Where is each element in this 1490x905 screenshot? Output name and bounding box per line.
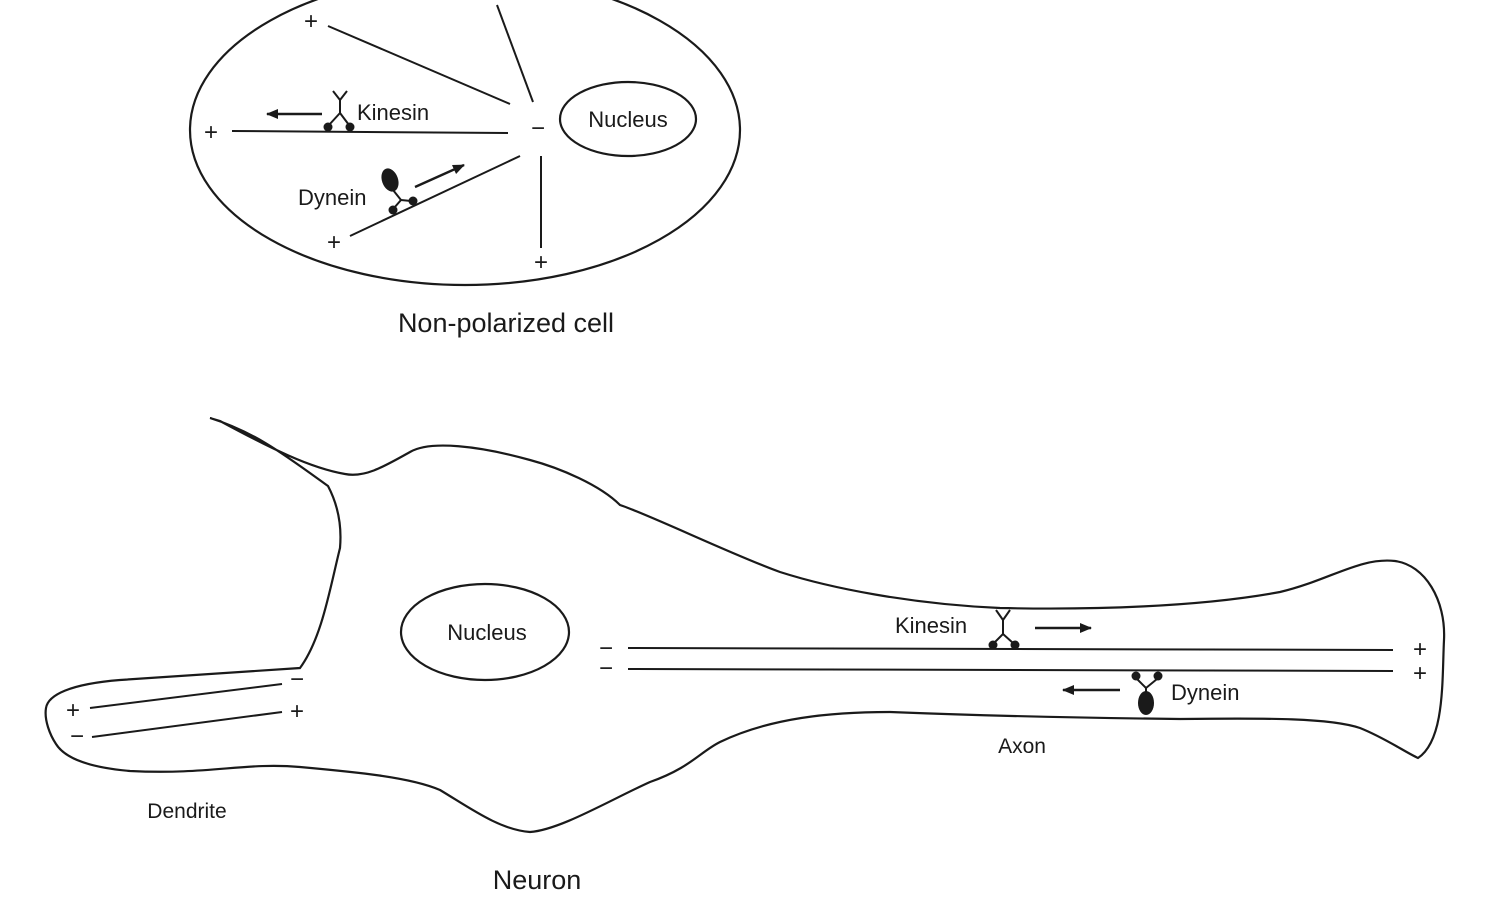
axon-microtubule-top [627,647,1394,651]
plus-sign: + [204,119,218,146]
plus-sign: + [534,249,548,276]
neuron-membrane [44,416,1446,834]
plus-sign: + [1413,660,1427,687]
nucleus-shape [558,80,698,158]
nucleus-shape [399,582,571,682]
dynein-label: Dynein [298,185,366,210]
minus-sign: − [70,723,84,750]
plus-sign: + [290,698,304,725]
kinesin-label: Kinesin [357,100,429,125]
plus-sign: + [304,8,318,35]
plus-sign: + [66,697,80,724]
microtubule-lower-left [349,155,521,237]
neuron-caption: Neuron [493,865,582,895]
dendrite-label: Dendrite [147,800,226,823]
nucleus-label: Nucleus [588,107,667,132]
kinesin-icon [988,609,1020,650]
nucleus-label: Nucleus [447,620,526,645]
dynein-direction-arrow [414,163,465,189]
axon-microtubule-bottom [627,668,1394,672]
axon-label: Axon [998,735,1046,758]
minus-sign: − [531,115,545,142]
plus-sign: + [1413,636,1427,663]
microtubule-upper-left [327,25,511,105]
dendrite-microtubule-bottom [91,711,283,738]
minus-sign: − [599,655,613,682]
microtubule-left [231,130,509,134]
dendrite-microtubule-top [89,683,283,709]
neuron: Nucleus − − + + + − − + Kinesin [44,416,1446,895]
dynein-icon [1131,671,1163,715]
non-polarized-cell: Nucleus + + + + − Kinesin [188,0,742,338]
microtubule-up [496,4,534,103]
plus-sign: + [327,229,341,256]
dynein-label: Dynein [1171,680,1239,705]
minus-sign: − [290,666,304,693]
kinesin-icon [323,90,355,132]
cell-membrane [188,0,742,287]
non-polarized-cell-caption: Non-polarized cell [398,308,614,338]
dynein-icon [381,168,418,215]
kinesin-label: Kinesin [895,613,967,638]
minus-sign: − [599,635,613,662]
